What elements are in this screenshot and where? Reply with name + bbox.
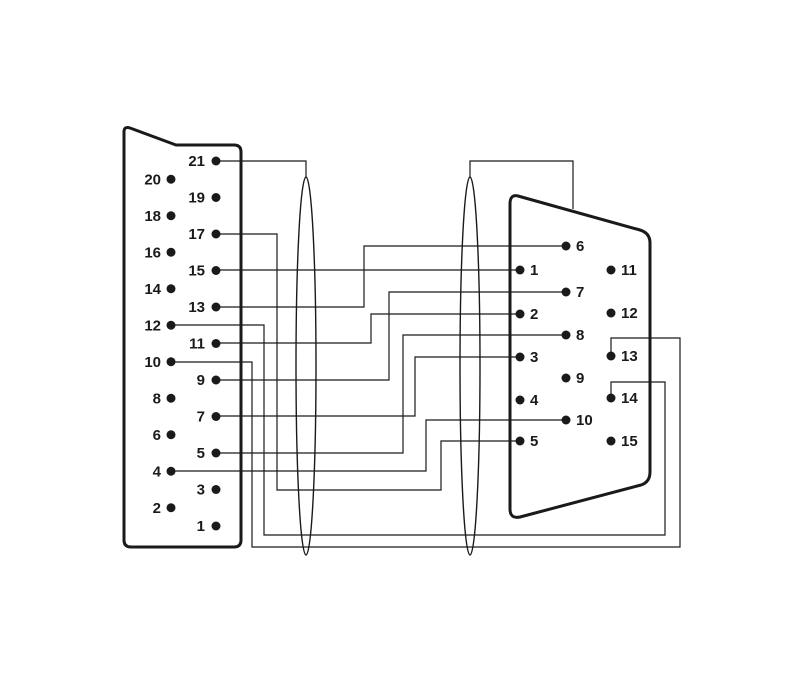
vga-pin-5-dot [515, 436, 525, 446]
scart-pin-2-dot [166, 503, 176, 513]
scart-connector-outline [122, 126, 243, 549]
scart-pin-2-label: 2 [153, 500, 161, 517]
vga-pin-13-label: 13 [621, 348, 638, 365]
scart-pin-8-label: 8 [153, 390, 161, 407]
scart-pin-20-dot [166, 174, 176, 184]
vga-pin-14-dot [606, 393, 616, 403]
scart-pin-3-dot [211, 485, 221, 494]
vga-pin-5-label: 5 [530, 433, 538, 450]
scart-pin-16-dot [166, 247, 176, 257]
wire-scart17-vga5 [216, 233, 520, 491]
scart-pin-10-dot [166, 357, 176, 367]
wire-shield-vga [469, 160, 574, 209]
vga-pin-4-label: 4 [530, 392, 539, 409]
vga-pin-3-dot [515, 352, 525, 362]
wire-scart4-vga10 [171, 419, 566, 472]
vga-pin-12-dot [606, 308, 616, 318]
wire-scart13-vga6 [216, 245, 566, 308]
scart-pin-7-label: 7 [197, 409, 205, 426]
vga-pin-8-label: 8 [576, 327, 584, 344]
scart-pin-11-label: 11 [189, 336, 205, 353]
scart-pin-18-dot [166, 211, 176, 221]
vga-pin-11-label: 11 [621, 262, 637, 279]
cable-bundle-left [295, 176, 317, 556]
cable-bundle-right [459, 176, 481, 556]
vga-pin-3-label: 3 [530, 349, 538, 366]
scart-pin-17-dot [211, 229, 221, 239]
vga-pin-10-label: 10 [576, 412, 593, 429]
scart-pin-3-label: 3 [197, 482, 205, 499]
scart-pin-12-label: 12 [144, 317, 161, 334]
vga-pin-6-label: 6 [576, 238, 584, 255]
scart-pin-4-label: 4 [153, 463, 162, 480]
vga-pin-1-dot [515, 265, 525, 275]
scart-pin-12-dot [166, 320, 176, 330]
scart-pin-18-label: 18 [144, 208, 161, 225]
scart-pin-13-dot [211, 302, 221, 312]
vga-pin-4-dot [515, 395, 525, 405]
vga-pin-8-dot [561, 330, 571, 340]
wire-scart10-vga13 [171, 337, 681, 548]
scart-pin-15-label: 15 [188, 263, 205, 280]
scart-pin-15-dot [211, 266, 221, 275]
wire-scart21-shield [216, 160, 307, 178]
scart-pin-9-label: 9 [197, 372, 205, 389]
vga-pin-15-dot [606, 436, 616, 446]
wire-scart11-vga2 [216, 313, 520, 344]
vga-pin-9-label: 9 [576, 370, 584, 387]
scart-pin-11-dot [211, 339, 221, 348]
vga-pin-13-dot [606, 351, 616, 361]
scart-pin-9-dot [211, 375, 221, 385]
wire-scart9-vga7 [216, 291, 566, 381]
scart-pin-14-label: 14 [144, 281, 161, 298]
scart-pin-7-dot [211, 412, 221, 421]
scart-pin-20-label: 20 [144, 171, 161, 188]
vga-pin-2-label: 2 [530, 306, 538, 323]
vga-pin-2-dot [515, 309, 525, 319]
vga-connector-outline [508, 194, 652, 519]
scart-pin-5-label: 5 [197, 445, 205, 462]
vga-pin-7-label: 7 [576, 284, 584, 301]
scart-pin-21-label: 21 [188, 153, 205, 170]
wire-scart5-vga8 [216, 334, 566, 454]
scart-pin-14-dot [166, 284, 176, 294]
scart-pin-19-dot [211, 193, 221, 202]
scart-pin-6-label: 6 [153, 427, 161, 444]
scart-pin-5-dot [211, 448, 221, 458]
scart-pin-4-dot [166, 466, 176, 476]
wire-scart7-vga3 [216, 356, 520, 417]
wire-scart12-vga14 [171, 324, 666, 536]
vga-pin-9-dot [561, 373, 571, 383]
vga-pin-11-dot [606, 265, 616, 275]
scart-pin-16-label: 16 [144, 244, 161, 261]
scart-pin-17-label: 17 [188, 226, 205, 243]
vga-pin-12-label: 12 [621, 305, 638, 322]
scart-pin-1-dot [211, 521, 221, 531]
scart-pin-21-dot [211, 156, 221, 166]
vga-pin-6-dot [561, 241, 571, 251]
scart-pin-1-label: 1 [197, 518, 205, 535]
scart-pin-13-label: 13 [188, 299, 205, 316]
vga-pin-10-dot [561, 415, 571, 425]
vga-pin-1-label: 1 [530, 262, 538, 279]
vga-pin-15-label: 15 [621, 433, 638, 450]
scart-pin-19-label: 19 [188, 190, 205, 207]
scart-pin-6-dot [166, 430, 176, 440]
vga-pin-7-dot [561, 287, 571, 297]
vga-pin-14-label: 14 [621, 390, 638, 407]
scart-pin-8-dot [166, 393, 176, 403]
scart-pin-10-label: 10 [144, 354, 161, 371]
